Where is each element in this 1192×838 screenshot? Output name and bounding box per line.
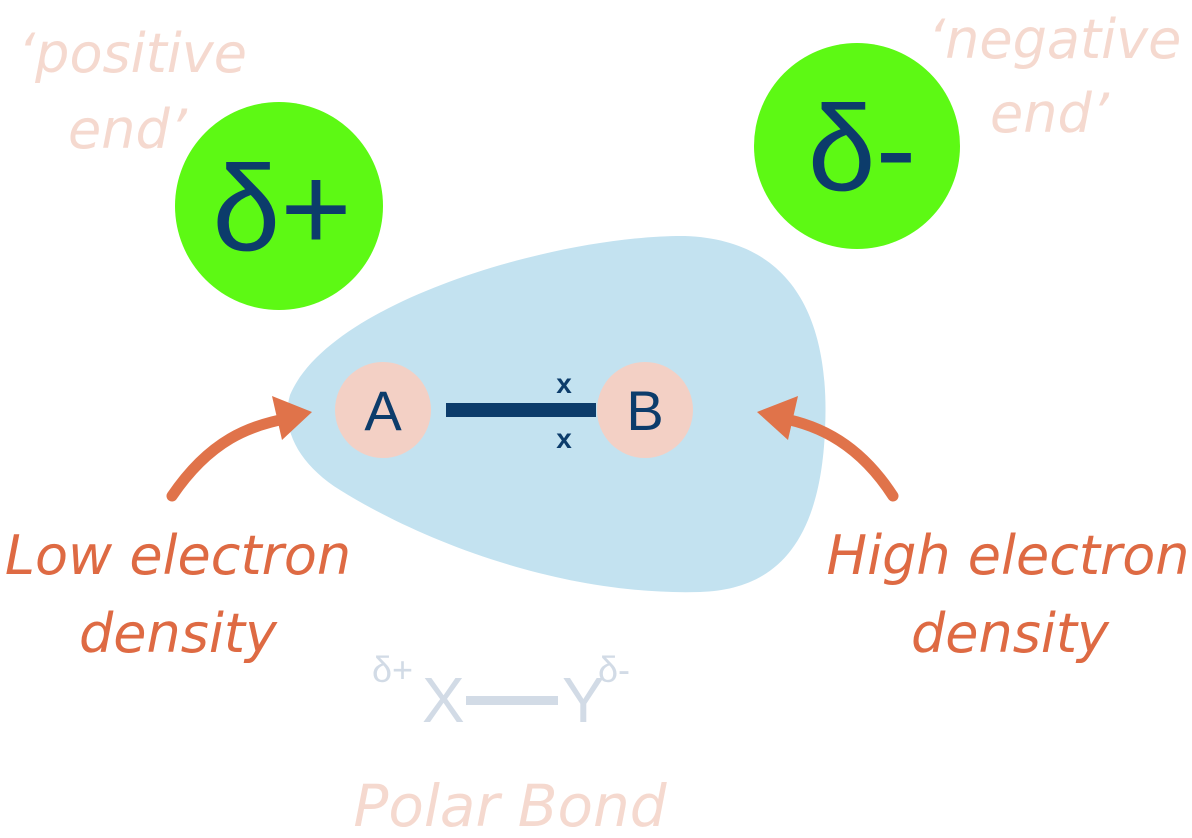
formula-right-charge: δ- bbox=[598, 649, 630, 690]
right-arrow bbox=[757, 396, 899, 502]
positive-charge-symbol: δ+ bbox=[212, 140, 351, 276]
atom-b-circle bbox=[597, 362, 693, 458]
positive-charge: δ+ bbox=[175, 102, 383, 310]
negative-end-line-2: end’ bbox=[990, 82, 1110, 145]
atom-b: B bbox=[597, 362, 693, 458]
left-arrow-head bbox=[272, 396, 312, 440]
negative-charge-symbol: δ- bbox=[808, 80, 917, 216]
atom-a-circle bbox=[335, 362, 431, 458]
positive-end-line-2: end’ bbox=[68, 98, 188, 161]
negative-end-label: ‘negative end’ bbox=[928, 8, 1181, 145]
right-arrow-head bbox=[757, 396, 798, 440]
electron-marker-bottom: x bbox=[556, 423, 572, 454]
formula-bond bbox=[466, 696, 558, 705]
atom-b-label: B bbox=[626, 379, 663, 442]
bond-line bbox=[446, 403, 596, 417]
positive-end-label: ‘positive end’ bbox=[18, 22, 247, 161]
right-arrow-shaft bbox=[774, 412, 899, 502]
formula-right-atom: Y bbox=[562, 664, 605, 736]
high-density-line-2: density bbox=[911, 602, 1110, 665]
negative-charge-circle bbox=[754, 43, 960, 249]
low-density-line-1: Low electron bbox=[5, 524, 351, 587]
atom-a-label: A bbox=[364, 379, 402, 442]
formula-left-charge: δ+ bbox=[372, 649, 413, 690]
formula-left-atom: X bbox=[422, 664, 465, 736]
high-density-line-1: High electron bbox=[826, 524, 1189, 587]
left-arrow bbox=[166, 396, 312, 502]
left-arrow-shaft bbox=[166, 412, 296, 502]
polar-bond-formula: δ+ X Y δ- bbox=[372, 649, 630, 736]
atom-a: A bbox=[335, 362, 431, 458]
low-density-line-2: density bbox=[79, 602, 278, 665]
high-density-label: High electron density bbox=[826, 524, 1189, 665]
negative-end-line-1: ‘negative bbox=[928, 8, 1181, 71]
electron-marker-top: x bbox=[556, 368, 572, 399]
positive-charge-circle bbox=[175, 102, 383, 310]
low-density-label: Low electron density bbox=[5, 524, 351, 665]
negative-charge: δ- bbox=[754, 43, 960, 249]
positive-end-line-1: ‘positive bbox=[18, 22, 247, 85]
polar-bond-label: Polar Bond bbox=[353, 772, 667, 838]
